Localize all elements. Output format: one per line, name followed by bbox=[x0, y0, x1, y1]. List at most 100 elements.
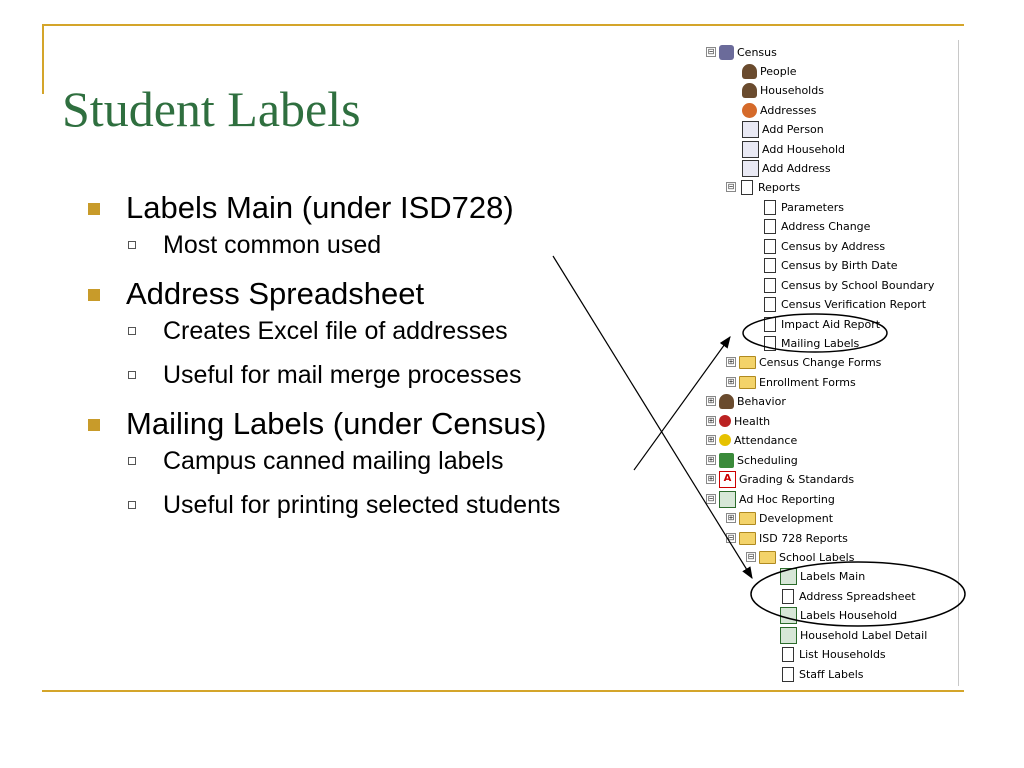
document-icon bbox=[764, 238, 776, 254]
document-icon bbox=[764, 335, 776, 351]
square-bullet-icon bbox=[88, 289, 100, 301]
tree-node-people[interactable]: People bbox=[742, 62, 797, 80]
collapse-icon[interactable]: ⊟ bbox=[726, 533, 736, 543]
tree-node-label: Reports bbox=[758, 180, 801, 194]
tree-node-household-label-detail[interactable]: Household Label Detail bbox=[780, 626, 927, 644]
tree-node-census-by-address[interactable]: Census by Address bbox=[762, 237, 885, 255]
tree-node-list-households[interactable]: List Households bbox=[780, 645, 886, 663]
tree-node-add-address[interactable]: Add Address bbox=[742, 159, 831, 177]
tree-node-add-household[interactable]: Add Household bbox=[742, 140, 845, 158]
tree-node-census-verification-report[interactable]: Census Verification Report bbox=[762, 295, 926, 313]
collapse-icon[interactable]: ⊟ bbox=[746, 552, 756, 562]
tree-node-labels-main[interactable]: Labels Main bbox=[780, 567, 865, 585]
form-icon bbox=[742, 140, 759, 158]
tree-node-addresses[interactable]: Addresses bbox=[742, 101, 816, 119]
expand-icon[interactable]: ⊞ bbox=[706, 455, 716, 465]
folder-icon bbox=[739, 531, 756, 545]
person-icon bbox=[719, 393, 734, 409]
tree-node-health[interactable]: ⊞Health bbox=[706, 412, 770, 430]
hollow-square-bullet-icon bbox=[128, 371, 136, 379]
expand-icon[interactable]: ⊞ bbox=[726, 357, 736, 367]
frame-top-rule bbox=[42, 24, 964, 26]
tree-node-behavior[interactable]: ⊞ Behavior bbox=[706, 392, 786, 410]
tree-node-reports[interactable]: ⊟ Reports bbox=[726, 178, 800, 196]
tree-node-mailing-labels[interactable]: Mailing Labels bbox=[762, 334, 859, 352]
tree-node-label: Enrollment Forms bbox=[759, 375, 856, 389]
expand-icon[interactable]: ⊞ bbox=[706, 416, 716, 426]
document-icon bbox=[782, 666, 794, 682]
tree-node-staff-labels[interactable]: Staff Labels bbox=[780, 665, 864, 683]
tree-node-label: Impact Aid Report bbox=[781, 317, 881, 331]
tree-node-label: Attendance bbox=[734, 433, 798, 447]
tree-node-attendance[interactable]: ⊞ Attendance bbox=[706, 431, 797, 449]
tree-node-label: Address Change bbox=[781, 219, 871, 233]
health-icon bbox=[719, 415, 731, 427]
tree-node-label: Add Address bbox=[762, 161, 831, 175]
frame-left-rule bbox=[42, 24, 44, 94]
document-icon bbox=[741, 179, 753, 195]
tree-node-scheduling[interactable]: ⊞Scheduling bbox=[706, 451, 798, 469]
document-icon bbox=[764, 218, 776, 234]
tree-node-add-person[interactable]: Add Person bbox=[742, 120, 824, 138]
expand-icon[interactable]: ⊞ bbox=[706, 474, 716, 484]
tree-node-label: Behavior bbox=[737, 394, 786, 408]
person-icon bbox=[742, 82, 757, 98]
schedule-icon bbox=[719, 452, 734, 468]
tree-node-label: Add Household bbox=[762, 142, 846, 156]
tree-node-households[interactable]: Households bbox=[742, 81, 824, 99]
tree-node-label: Address Spreadsheet bbox=[799, 589, 916, 603]
tree-node-label: School Labels bbox=[779, 550, 855, 564]
frame-bottom-rule bbox=[42, 690, 964, 692]
document-icon bbox=[764, 296, 776, 312]
tree-node-label: Ad Hoc Reporting bbox=[739, 492, 835, 506]
tree-node-census-by-school-boundary[interactable]: Census by School Boundary bbox=[762, 276, 934, 294]
sun-icon bbox=[719, 434, 731, 446]
grade-icon: A bbox=[719, 470, 736, 488]
tree-node-school-labels[interactable]: ⊟ School Labels bbox=[746, 548, 854, 566]
tree-node-development[interactable]: ⊞Development bbox=[726, 509, 833, 527]
form-icon bbox=[742, 120, 759, 138]
bullet-mailing-labels: Mailing Labels (under Census) bbox=[88, 404, 648, 444]
bullet-address-spreadsheet: Address Spreadsheet bbox=[88, 274, 648, 314]
bullet-text: Address Spreadsheet bbox=[126, 276, 425, 311]
bullet-list: Labels Main (under ISD728) Most common u… bbox=[88, 188, 648, 536]
tree-node-label: Mailing Labels bbox=[781, 336, 860, 350]
hollow-square-bullet-icon bbox=[128, 501, 136, 509]
tree-node-impact-aid-report[interactable]: Impact Aid Report bbox=[762, 315, 880, 333]
tree-node-census-by-birth-date[interactable]: Census by Birth Date bbox=[762, 256, 898, 274]
tree-node-ad-hoc-reporting[interactable]: ⊟ Ad Hoc Reporting bbox=[706, 490, 835, 508]
expand-icon[interactable]: ⊞ bbox=[726, 377, 736, 387]
bullet-text: Labels Main (under ISD728) bbox=[126, 190, 514, 225]
house-icon bbox=[742, 102, 757, 118]
tree-node-label: Census by School Boundary bbox=[781, 278, 935, 292]
expand-icon[interactable]: ⊞ bbox=[726, 513, 736, 523]
document-icon bbox=[764, 199, 776, 215]
tree-node-address-change[interactable]: Address Change bbox=[762, 217, 870, 235]
collapse-icon[interactable]: ⊟ bbox=[706, 47, 716, 57]
sub-bullet: Useful for mail merge processes bbox=[88, 360, 648, 390]
tree-node-census[interactable]: ⊟Census bbox=[706, 43, 777, 61]
collapse-icon[interactable]: ⊟ bbox=[706, 494, 716, 504]
sub-bullet-text: Useful for printing selected students bbox=[163, 491, 561, 519]
bullet-text: Mailing Labels (under Census) bbox=[126, 406, 547, 441]
hollow-square-bullet-icon bbox=[128, 327, 136, 335]
expand-icon[interactable]: ⊞ bbox=[706, 435, 716, 445]
tree-node-labels-household[interactable]: Labels Household bbox=[780, 606, 897, 624]
hollow-square-bullet-icon bbox=[128, 457, 136, 465]
navigation-tree-screenshot: ⊟Census People Households Addresses Add … bbox=[700, 40, 959, 686]
square-bullet-icon bbox=[88, 203, 100, 215]
tree-node-parameters[interactable]: Parameters bbox=[762, 198, 844, 216]
tree-node-isd-728-reports[interactable]: ⊟ISD 728 Reports bbox=[726, 529, 848, 547]
tree-node-label: Household Label Detail bbox=[800, 628, 928, 642]
expand-icon[interactable]: ⊞ bbox=[706, 396, 716, 406]
tree-node-address-spreadsheet[interactable]: Address Spreadsheet bbox=[780, 587, 916, 605]
tree-node-enrollment-forms[interactable]: ⊞ Enrollment Forms bbox=[726, 373, 856, 391]
sub-bullet-text: Most common used bbox=[163, 231, 382, 259]
folder-icon bbox=[739, 355, 756, 369]
collapse-icon[interactable]: ⊟ bbox=[726, 182, 736, 192]
tree-node-census-change-forms[interactable]: ⊞Census Change Forms bbox=[726, 353, 881, 371]
sub-bullet: Creates Excel file of addresses bbox=[88, 316, 648, 346]
tree-node-label: Parameters bbox=[781, 200, 844, 214]
tree-node-label: People bbox=[760, 64, 797, 78]
